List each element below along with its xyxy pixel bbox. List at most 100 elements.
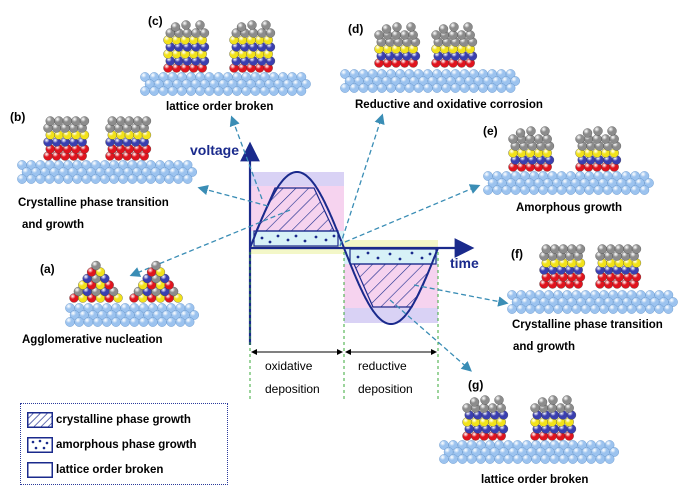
substrate-atom [505,69,516,79]
panel-letter-b: (b) [10,110,26,124]
atom [91,260,101,271]
atom [195,20,205,30]
panel-a-structure [65,260,199,327]
substrate-atom [213,86,224,96]
atom [199,28,210,38]
atom [607,126,617,136]
oxidative-deposition-label: oxidative deposition [265,359,320,397]
atom [496,403,506,413]
substrate-atom [538,185,549,195]
arrow-to-e [344,184,481,243]
substrate-atom [566,185,576,195]
atom [465,30,475,40]
atom [562,395,572,405]
substrate-atom [129,317,140,327]
amorphous-dot [332,234,336,238]
substrate-atom [90,174,101,184]
atom [449,22,459,32]
caption-b-line2: and growth [22,219,84,231]
substrate-atom [127,174,138,184]
substrate-atom [568,454,578,464]
atom [526,126,536,136]
atom [564,403,574,413]
atom [462,403,472,413]
substrate-atom [140,86,150,96]
amorphous-dot [388,252,392,256]
substrate-atom [580,304,591,314]
legend-item-amorphous: amorphous phase growth [27,434,197,456]
atom [534,134,544,144]
substrate-atom [395,83,406,93]
substrate-atom [512,454,523,464]
substrate-atom [608,304,619,314]
substrate-atom [241,86,251,96]
substrate-atom [475,454,486,464]
substrate-atom [522,454,532,464]
substrate-atom [534,304,545,314]
amorphous-dot [428,252,432,256]
substrate-atom [525,304,536,314]
substrate-atom [459,83,470,93]
atom [558,244,568,254]
substrate-atom [439,454,449,464]
substrate-atom [562,304,573,314]
amorphous-dot [260,236,264,240]
caption-g: lattice order broken [481,474,589,486]
atom [623,244,633,254]
arrow-to-g [389,299,472,372]
substrate-atom [287,86,298,96]
substrate-atom [175,317,186,327]
atom [406,22,416,32]
substrate-atom [166,317,176,327]
substrate-atom [626,304,637,314]
atom [79,116,90,126]
substrate-atom [259,86,270,96]
substrate-atom [164,174,174,184]
atom [601,134,611,144]
panel-letter-g: (g) [468,378,484,392]
atom [597,244,607,254]
voltage-axis-title: voltage [190,142,240,158]
atom [116,116,126,126]
substrate-atom [404,83,415,93]
panel-letter-c: (c) [148,14,163,28]
amorphous-dot [366,251,370,255]
substrate-atom [505,83,516,93]
substrate-atom [186,86,196,96]
substrate-atom [494,454,505,464]
amorphous-dot [268,240,272,244]
legend-item-crystalline: crystalline phase growth [27,409,191,431]
reductive-word: reductive [358,359,407,373]
caption-a: Agglomerative nucleation [22,334,163,346]
atom [133,116,143,126]
substrate-atom [65,317,75,327]
substrate-atom [296,72,307,82]
substrate-atom [176,86,187,96]
arrow-to-a [129,209,291,277]
atom [248,28,259,38]
substrate-atom [466,454,477,464]
atom [537,397,548,407]
substrate-atom [189,310,199,320]
substrate-atom [654,304,665,314]
substrate-atom [158,86,169,96]
substrate-atom [81,174,92,184]
substrate-atom [612,185,622,195]
substrate-atom [639,171,650,181]
arrow-to-b [197,184,269,207]
substrate-atom [232,86,242,96]
substrate-atom [72,174,82,184]
substrate-atom [630,185,641,195]
reductive-deposition-label: reductive deposition [358,359,413,397]
caption-c: lattice order broken [166,101,274,113]
substrate-atom [668,297,678,307]
substrate-atom [501,185,512,195]
legend-label-amorphous: amorphous phase growth [56,439,197,451]
substrate-atom [450,83,461,93]
panel-letter-e: (e) [483,124,498,138]
atom [487,403,498,413]
substrate-atom [118,174,128,184]
atom [408,30,418,40]
panel-letter-a: (a) [40,262,55,276]
